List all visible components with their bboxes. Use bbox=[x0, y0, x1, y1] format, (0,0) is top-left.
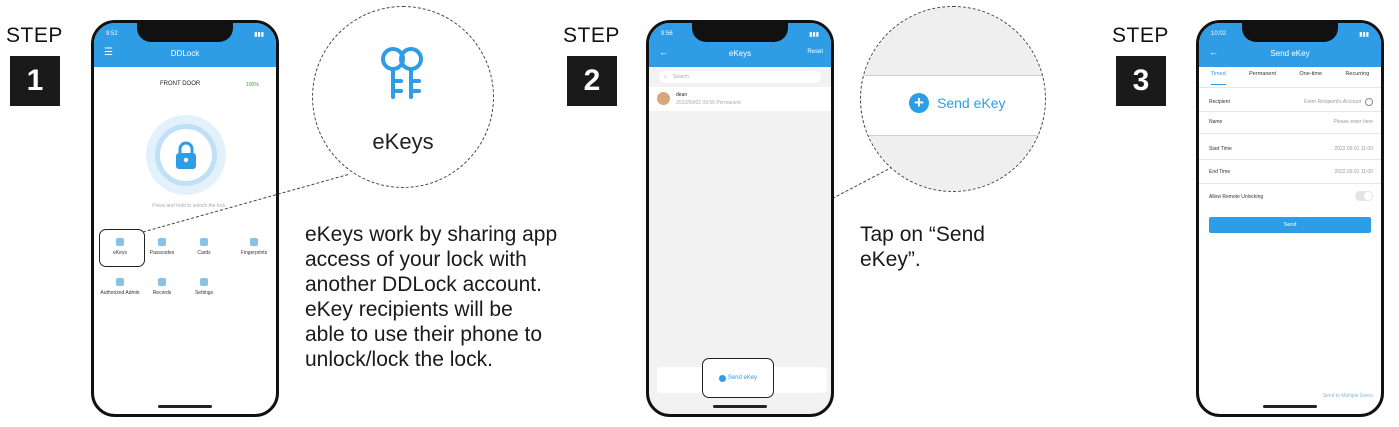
grid-item-records[interactable]: Records bbox=[142, 278, 182, 296]
end-time-value[interactable]: 2022.09.01 11:00 bbox=[1334, 169, 1373, 175]
menu-icon[interactable]: ☰ bbox=[104, 47, 113, 58]
home-indicator bbox=[1263, 405, 1317, 408]
unlock-hint: Press and hold to unlock the lock bbox=[152, 203, 226, 209]
tab-recurring[interactable]: Recurring bbox=[1345, 71, 1370, 77]
end-time-label: End Time bbox=[1209, 169, 1231, 175]
send-ekey-zoom-callout: + Send eKey bbox=[860, 6, 1046, 192]
app-title: eKeys bbox=[728, 49, 752, 58]
unlock-button[interactable] bbox=[146, 115, 226, 195]
keys-icon bbox=[381, 47, 423, 99]
start-time-value[interactable]: 2022.09.01 11:00 bbox=[1334, 146, 1373, 152]
ekeys-callout-label: eKeys bbox=[372, 129, 434, 154]
fingerprints-icon bbox=[250, 238, 258, 246]
phone-send-ekey-screen: 10:02 ▮▮▮ ← Send eKey Timed Permanent One… bbox=[1196, 20, 1384, 417]
ekeys-zoom-callout: eKeys bbox=[312, 6, 494, 188]
remote-unlock-label: Allow Remote Unlocking bbox=[1209, 194, 1264, 200]
phone-notch bbox=[137, 23, 233, 42]
grid-item-passcodes[interactable]: Passcodes bbox=[142, 238, 182, 256]
passcodes-icon bbox=[158, 238, 166, 246]
phone-ekeys-screen: 9:56 ▮▮▮ ← eKeys Reset ⌕Search dean 2022/… bbox=[646, 20, 834, 417]
search-input[interactable]: ⌕Search bbox=[659, 71, 821, 83]
tab-permanent[interactable]: Permanent bbox=[1249, 71, 1277, 77]
start-time-label: Start Time bbox=[1209, 146, 1232, 152]
ekey-list-item[interactable]: dean 2022/09/01 09:56 Permanent bbox=[649, 87, 831, 111]
step-2-label: STEP bbox=[563, 24, 620, 47]
padlock-icon bbox=[176, 141, 196, 169]
lock-name[interactable]: FRONT DOOR bbox=[160, 81, 201, 87]
send-ekey-zoomed-button: + Send eKey bbox=[909, 93, 1006, 113]
app-title: DDLock bbox=[170, 49, 200, 58]
records-icon bbox=[158, 278, 166, 286]
ekey-recipient-details: 2022/09/01 09:56 Permanent bbox=[676, 100, 741, 106]
step-1-description: eKeys work by sharing app access of your… bbox=[305, 223, 558, 371]
plus-circle-icon: + bbox=[909, 93, 929, 113]
send-ekey-button[interactable]: Send eKey bbox=[702, 358, 774, 398]
step-1-number: 1 bbox=[10, 56, 60, 106]
home-indicator bbox=[158, 405, 212, 408]
signal-icon: ▮▮▮ bbox=[809, 31, 819, 38]
phone-notch bbox=[692, 23, 788, 42]
signal-icon: ▮▮▮ bbox=[254, 31, 264, 38]
tab-bar: Timed Permanent One-time Recurring bbox=[1199, 71, 1381, 85]
send-button[interactable]: Send bbox=[1209, 217, 1371, 233]
phone-home-screen: 9:52 ▮▮▮ ☰ DDLock FRONT DOOR 100% Press a… bbox=[91, 20, 279, 417]
home-indicator bbox=[713, 405, 767, 408]
ekeys-icon bbox=[116, 238, 124, 246]
phone-notch bbox=[1242, 23, 1338, 42]
recipient-input[interactable]: Enter Recipient's Account bbox=[1304, 99, 1361, 105]
avatar bbox=[657, 92, 670, 105]
back-arrow-icon[interactable]: ← bbox=[1209, 47, 1218, 57]
settings-icon bbox=[200, 278, 208, 286]
step-1-label: STEP bbox=[6, 24, 63, 47]
status-time: 9:52 bbox=[106, 31, 118, 37]
grid-item-cards[interactable]: Cards bbox=[184, 238, 224, 256]
admin-icon bbox=[116, 278, 124, 286]
remote-unlock-toggle[interactable] bbox=[1355, 191, 1373, 201]
grid-item-settings[interactable]: Settings bbox=[184, 278, 224, 296]
contacts-icon[interactable] bbox=[1365, 98, 1373, 106]
status-time: 9:56 bbox=[661, 31, 673, 37]
reset-link[interactable]: Reset bbox=[807, 49, 823, 55]
back-arrow-icon[interactable]: ← bbox=[659, 47, 668, 57]
step-2-description: Tap on “Send eKey”. bbox=[860, 223, 985, 271]
grid-item-fingerprints[interactable]: Fingerprints bbox=[234, 238, 274, 256]
name-label: Name bbox=[1209, 119, 1223, 125]
step-3-number: 3 bbox=[1116, 56, 1166, 106]
tab-timed[interactable]: Timed bbox=[1210, 71, 1226, 85]
signal-icon: ▮▮▮ bbox=[1359, 31, 1369, 38]
status-time: 10:02 bbox=[1211, 31, 1227, 37]
cards-icon bbox=[200, 238, 208, 246]
plus-circle-icon bbox=[718, 374, 726, 382]
recipient-label: Recipient bbox=[1209, 99, 1230, 105]
app-title: Send eKey bbox=[1270, 49, 1310, 58]
grid-item-authorized-admin[interactable]: Authorized Admin bbox=[100, 278, 140, 296]
battery-level: 100% bbox=[246, 82, 259, 88]
search-icon: ⌕ bbox=[664, 74, 667, 80]
ekeys-highlight bbox=[99, 229, 145, 267]
step-2-number: 2 bbox=[567, 56, 617, 106]
grid-item-ekeys[interactable]: eKeys bbox=[100, 238, 140, 256]
step-3-label: STEP bbox=[1112, 24, 1169, 47]
ekey-recipient-name: dean bbox=[676, 92, 688, 98]
send-multiple-users-link[interactable]: Send to Multiple Users bbox=[1322, 393, 1373, 399]
name-input[interactable]: Please enter here bbox=[1333, 119, 1373, 125]
tab-one-time[interactable]: One-time bbox=[1299, 71, 1323, 77]
